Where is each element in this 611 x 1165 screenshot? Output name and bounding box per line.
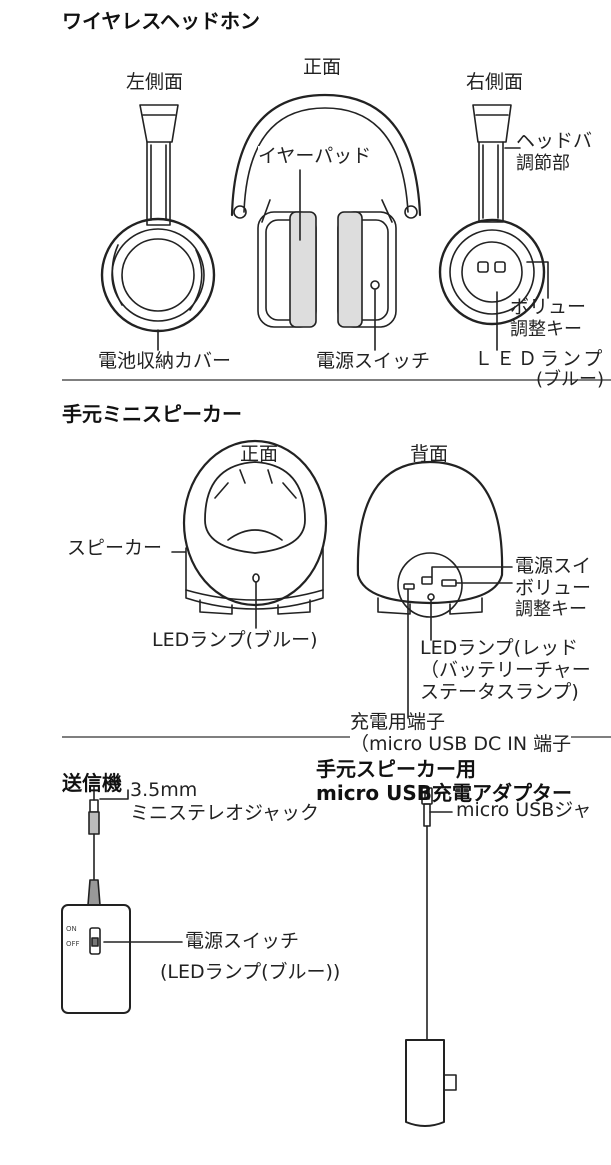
- headphones-left-side-illustration: [100, 104, 216, 351]
- switch-off-marking: OFF: [66, 940, 80, 948]
- adapter-title-line1: 手元スピーカー用: [316, 757, 476, 781]
- view-label-front: 正面: [303, 56, 342, 78]
- label-speaker: スピーカー: [67, 537, 163, 559]
- headphones-right-side-illustration: [438, 104, 549, 351]
- speaker-back-illustration: [356, 460, 513, 719]
- speaker-view-back: 背面: [410, 443, 449, 465]
- label-headband-adjust-line1: ヘッドバ: [516, 130, 593, 152]
- view-label-left-side: 左側面: [126, 71, 184, 93]
- label-speaker-volume-line1: ボリュー: [515, 577, 592, 599]
- label-led-red-line2: （バッテリーチャー: [420, 659, 591, 681]
- label-volume-line1: ボリュー: [510, 296, 587, 318]
- adapter-title-line2: micro USB充電アダプター: [316, 781, 573, 805]
- headphones-section-title: ワイヤレスヘッドホン: [62, 9, 260, 33]
- label-mini-stereo-jack: ミニステレオジャック: [130, 802, 320, 824]
- label-led-red-line1: LEDランプ(レッド: [420, 637, 579, 659]
- speaker-view-front: 正面: [240, 443, 279, 465]
- label-speaker-led-blue: LEDランプ(ブルー): [152, 629, 318, 651]
- label-volume-line2: 調整キー: [510, 319, 582, 340]
- transmitter-illustration: [61, 785, 183, 1014]
- label-transmitter-power-switch: 電源スイッチ: [185, 930, 300, 952]
- label-headband-adjust-line2: 調節部: [516, 153, 570, 174]
- label-led-blue: (ブルー): [536, 369, 605, 390]
- label-ear-pad: イヤーパッド: [258, 145, 372, 168]
- speaker-section-title: 手元ミニスピーカー: [62, 402, 242, 426]
- label-power-switch: 電源スイッチ: [316, 350, 431, 372]
- label-charge-port-line1: 充電用端子: [350, 711, 446, 733]
- label-speaker-power-switch: 電源スイ: [515, 555, 592, 577]
- label-battery-cover: 電池収納カバー: [98, 350, 232, 372]
- label-speaker-volume-line2: 調整キー: [515, 599, 587, 620]
- transmitter-section-title: 送信機: [62, 771, 122, 795]
- label-led-red-line3: ステータスランプ): [420, 681, 579, 703]
- label-charge-port-line2: （micro USB DC IN 端子: [350, 733, 572, 756]
- switch-on-marking: ON: [66, 925, 77, 933]
- usb-adapter-illustration: [405, 787, 457, 1127]
- label-led-lamp: ＬＥＤランプ: [474, 348, 606, 370]
- label-jack-size: 3.5mm: [130, 779, 198, 801]
- speaker-front-illustration: [171, 439, 328, 629]
- label-micro-usb-jack: micro USBジャ: [456, 799, 592, 821]
- label-transmitter-led: (LEDランプ(ブルー)): [160, 961, 341, 983]
- headphones-front-illustration: [230, 93, 422, 351]
- view-label-right-side: 右側面: [466, 71, 524, 93]
